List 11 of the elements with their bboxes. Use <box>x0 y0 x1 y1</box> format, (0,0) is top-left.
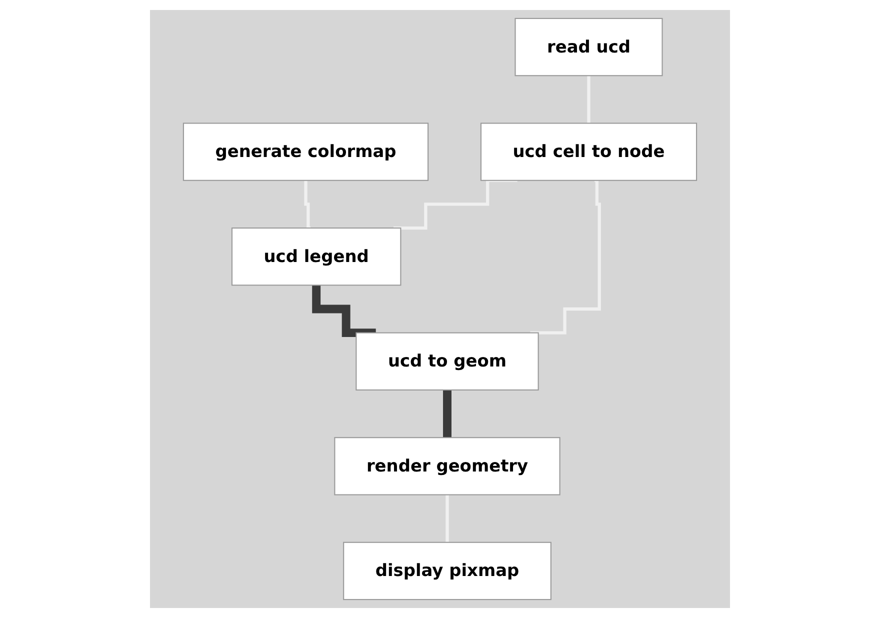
connector <box>394 178 518 230</box>
connector <box>530 178 601 334</box>
node-box <box>480 122 698 181</box>
node-box <box>356 332 539 390</box>
node-box <box>182 122 429 181</box>
node-box <box>343 542 552 600</box>
node-box <box>231 228 402 286</box>
node-box <box>514 18 663 76</box>
connector <box>304 178 311 230</box>
canvas-background: generate colormap read ucd ucd cell to node ucd legend ucd to geom render geometry display pixmap <box>150 10 730 608</box>
node-box <box>334 437 560 496</box>
